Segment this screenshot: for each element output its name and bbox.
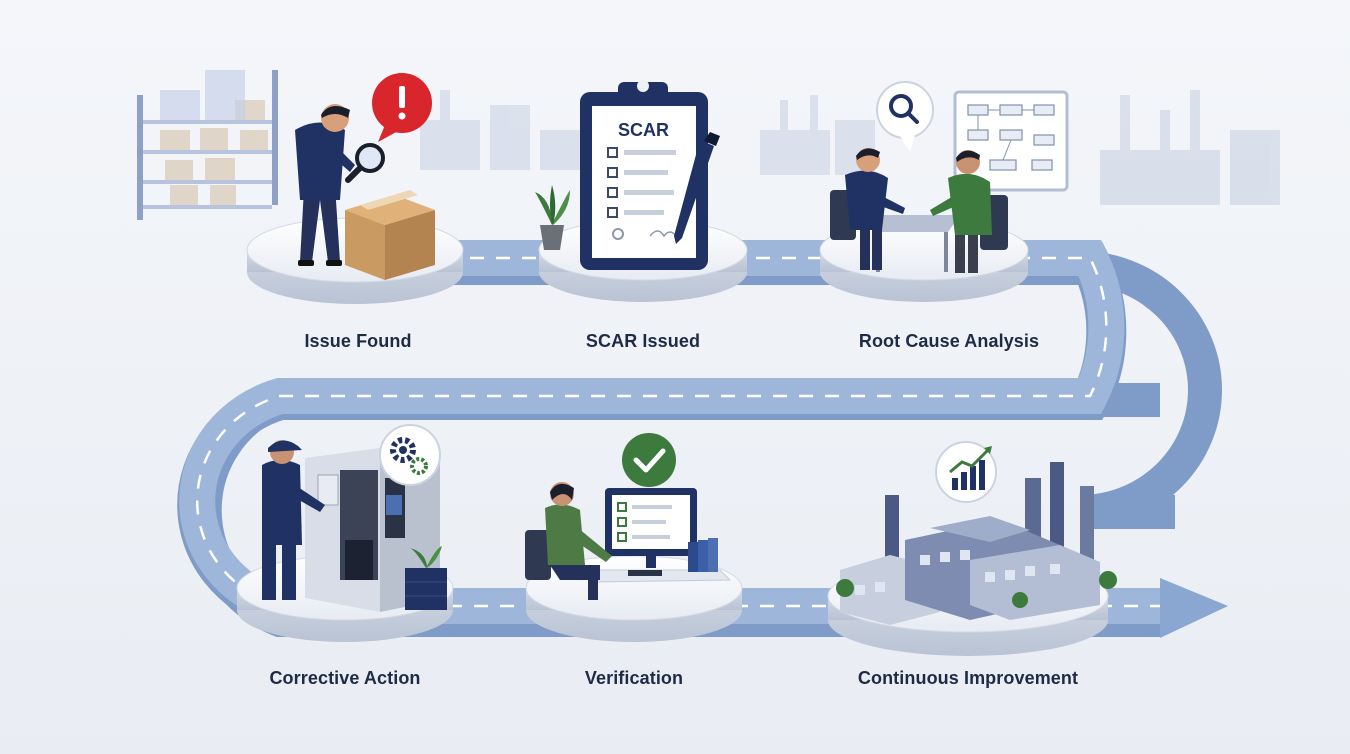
warehouse-shelves (137, 70, 278, 220)
checkmark-icon (622, 433, 676, 487)
search-bubble-icon (876, 81, 934, 152)
process-road (177, 240, 1228, 638)
flowchart-board (953, 90, 1069, 192)
inspector-person (295, 104, 355, 266)
clipboard-icon (580, 80, 708, 270)
alert-icon (372, 73, 432, 142)
road-arrowhead (1160, 578, 1228, 638)
stage-label-continuous-improvement: Continuous Improvement (857, 668, 1079, 688)
clipboard-title: SCAR (618, 120, 669, 140)
stage-label-scar-issued: SCAR Issued (585, 331, 701, 351)
file-cabinet (405, 546, 447, 610)
stage-label-root-cause-analysis: Root Cause Analysis (858, 331, 1040, 351)
stage-label-corrective-action: Corrective Action (269, 668, 421, 688)
computer-monitor (605, 488, 697, 568)
background-factory-right (1100, 90, 1280, 205)
background-skyline-mid (760, 95, 875, 175)
plant-pot (535, 185, 570, 250)
gears-icon (379, 424, 441, 486)
growth-chart-icon (935, 441, 997, 503)
background-skyline-left (420, 90, 580, 170)
pen-icon (674, 132, 720, 244)
analyst-person-right (930, 150, 1008, 273)
stage-label-verification: Verification (584, 668, 684, 688)
verification-desk (578, 538, 732, 583)
analyst-person-left (830, 148, 905, 270)
stage-label-issue-found: Issue Found (304, 331, 412, 351)
factory-complex (836, 462, 1117, 625)
verifier-person (525, 482, 612, 600)
cardboard-box (345, 190, 435, 280)
technician-person (262, 440, 325, 600)
magnifier-icon (345, 143, 385, 183)
